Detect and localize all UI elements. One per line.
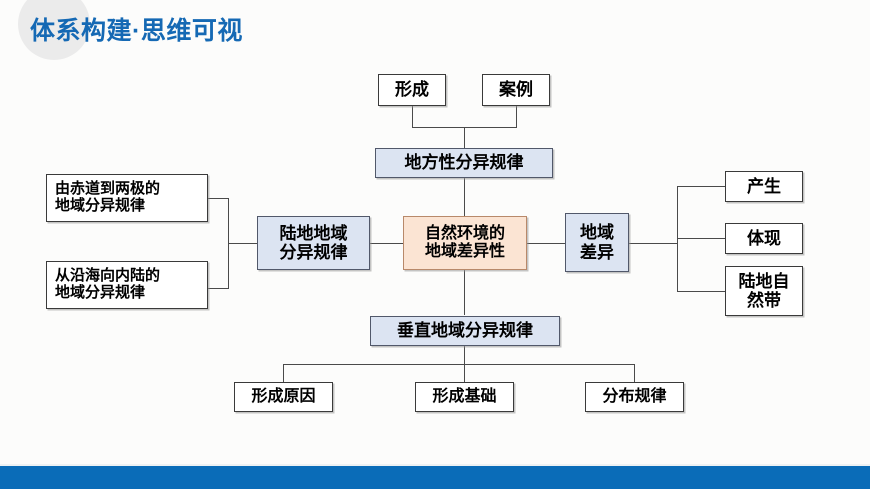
connector-leftbus-to-yanhai (208, 288, 229, 289)
connector-bus-to-fbgl (634, 364, 635, 382)
connector-center-to-ludidiyu (370, 243, 403, 244)
node-chuizhi-diyu-fenyi-guilv[interactable]: 垂直地域分异规律 (370, 316, 560, 346)
node-fbgl-label: 分布规律 (602, 388, 667, 406)
connector-topbus-to-difangxing (464, 127, 465, 148)
node-chansheng[interactable]: 产生 (725, 171, 803, 202)
node-xingcheng[interactable]: 形成 (378, 74, 446, 106)
node-diyu-chayi[interactable]: 地域 差异 (565, 213, 629, 272)
node-diyuchayi-line2: 差异 (580, 242, 614, 262)
footer-bar (0, 466, 870, 489)
page-title: 体系构建·思维可视 (30, 17, 243, 45)
connector-rightbus-to-luditd (677, 291, 725, 292)
node-xcyy-label: 形成原因 (251, 388, 316, 406)
node-ludi-zirandai[interactable]: 陆地自 然带 (725, 266, 803, 316)
node-diyuchayi-line1: 地域 (580, 223, 614, 243)
connector-rightbus-to-tixian (677, 238, 725, 239)
node-center-ziran-huanjing[interactable]: 自然环境的 地域差异性 (403, 216, 527, 270)
connector-center-to-chuizhi (464, 270, 465, 315)
node-difangxing-fenyi-guilv[interactable]: 地方性分异规律 (375, 148, 553, 178)
node-yanhai-neilu[interactable]: 从沿海向内陆的 地域分异规律 (46, 261, 208, 309)
connector-left-bus (228, 198, 229, 288)
header-decoration-circle (18, 0, 90, 60)
connector-bus-to-xcyy (283, 364, 284, 382)
connector-difangxing-to-center (464, 178, 465, 216)
node-ludizirandai-line2: 然带 (747, 291, 781, 310)
footer-hairline (0, 464, 870, 466)
connector-bus-to-xcjc (464, 364, 465, 382)
connector-ludidiyu-left (228, 243, 257, 244)
node-xingcheng-jichu[interactable]: 形成基础 (415, 382, 514, 412)
node-chidao-line1: 由赤道到两极的 (55, 180, 161, 198)
node-fenbu-guilv[interactable]: 分布规律 (585, 382, 684, 412)
node-xingcheng-label: 形成 (395, 80, 429, 100)
connector-diyuchayi-right (629, 243, 677, 244)
connector-leftbus-to-chidao (208, 198, 229, 199)
node-ludidiyu-line1: 陆地地域 (279, 223, 348, 243)
node-ludidiyu-line2: 分异规律 (279, 243, 348, 262)
connector-center-to-diyuchayi (527, 243, 565, 244)
node-yanhai-line2: 地域分异规律 (55, 284, 146, 301)
node-chidao-line2: 地域分异规律 (55, 197, 146, 214)
node-center-line1: 自然环境的 (424, 225, 505, 243)
connector-xingcheng-down (412, 106, 413, 127)
node-chuizhi-label: 垂直地域分异规律 (397, 321, 533, 341)
connector-anli-down (516, 106, 517, 127)
node-anli-label: 案例 (499, 80, 533, 100)
node-chansheng-label: 产生 (747, 176, 781, 196)
node-chidao-liangji[interactable]: 由赤道到两极的 地域分异规律 (46, 174, 208, 222)
node-ludizirandai-line1: 陆地自 (738, 271, 790, 291)
node-xingcheng-yuanyin[interactable]: 形成原因 (234, 382, 333, 412)
node-center-line2: 地域差异性 (424, 243, 505, 260)
connector-rightbus-to-chansheng (677, 186, 725, 187)
node-xcjc-label: 形成基础 (432, 388, 497, 406)
node-anli[interactable]: 案例 (482, 74, 550, 106)
node-tixian[interactable]: 体现 (725, 223, 803, 254)
node-tixian-label: 体现 (747, 228, 781, 248)
connector-chuizhi-down (464, 346, 465, 364)
node-difangxing-label: 地方性分异规律 (404, 153, 524, 173)
node-ludi-diyu-fenyi-guilv[interactable]: 陆地地域 分异规律 (257, 216, 370, 270)
node-yanhai-line1: 从沿海向内陆的 (55, 267, 161, 285)
connector-bottom-bus (283, 364, 635, 365)
